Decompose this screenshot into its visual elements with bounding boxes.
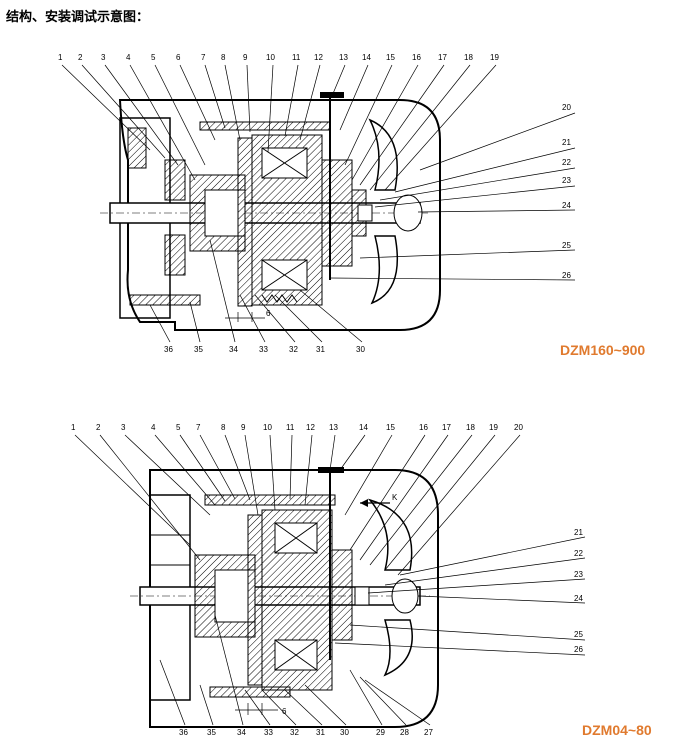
callout-23: 23 — [562, 176, 571, 185]
dimension-label: 6 — [266, 309, 271, 318]
callout-2: 2 — [78, 53, 83, 62]
cross-section-drawing-small — [74, 434, 586, 728]
callout-25: 25 — [562, 241, 571, 250]
callout-17: 17 — [438, 53, 447, 62]
page-title: 结构、安装调试示意图： — [6, 10, 150, 25]
callout-30: 30 — [340, 728, 349, 737]
callout-8: 8 — [221, 53, 226, 62]
callout-20: 20 — [562, 103, 571, 112]
callout-7: 7 — [196, 423, 201, 432]
callout-19: 19 — [490, 53, 499, 62]
top-callouts: 1 2 3 4 5 7 8 9 10 11 12 13 14 15 16 17 … — [71, 423, 523, 432]
callout-11: 11 — [292, 53, 301, 62]
brake-diagram-small: 1 2 3 4 5 7 8 9 10 11 12 13 14 15 16 17 … — [0, 415, 685, 750]
callout-19: 19 — [489, 423, 498, 432]
callout-35: 35 — [194, 345, 203, 354]
model-label: DZM04~80 — [582, 722, 652, 738]
callout-numbers-small: 1 2 3 4 5 7 8 9 10 11 12 13 14 15 16 17 … — [71, 423, 583, 737]
callout-8: 8 — [221, 423, 226, 432]
callout-31: 31 — [316, 728, 325, 737]
callout-28: 28 — [400, 728, 409, 737]
callout-36: 36 — [179, 728, 188, 737]
right-callouts: 21 22 23 24 25 26 — [574, 528, 583, 654]
callout-4: 4 — [126, 53, 131, 62]
callout-27: 27 — [424, 728, 433, 737]
callout-11: 11 — [286, 423, 295, 432]
callout-14: 14 — [359, 423, 368, 432]
callout-7: 7 — [201, 53, 206, 62]
callout-17: 17 — [442, 423, 451, 432]
callout-26: 26 — [562, 271, 571, 280]
callout-3: 3 — [101, 53, 106, 62]
callout-18: 18 — [464, 53, 473, 62]
callout-10: 10 — [263, 423, 272, 432]
callout-15: 15 — [386, 423, 395, 432]
callout-15: 15 — [386, 53, 395, 62]
callout-16: 16 — [419, 423, 428, 432]
callout-33: 33 — [264, 728, 273, 737]
dimension-label: 6 — [282, 707, 287, 716]
callout-34: 34 — [229, 345, 238, 354]
callout-3: 3 — [121, 423, 126, 432]
callout-21: 21 — [574, 528, 583, 537]
callout-1: 1 — [58, 53, 63, 62]
callout-9: 9 — [241, 423, 246, 432]
callout-12: 12 — [306, 423, 315, 432]
callout-23: 23 — [574, 570, 583, 579]
brake-diagram-large: 1 2 3 4 5 6 7 8 9 10 11 12 13 14 15 16 1… — [0, 40, 685, 370]
callout-22: 22 — [562, 158, 571, 167]
callout-12: 12 — [314, 53, 323, 62]
callout-30: 30 — [356, 345, 365, 354]
callout-21: 21 — [562, 138, 571, 147]
callout-29: 29 — [376, 728, 385, 737]
top-callouts: 1 2 3 4 5 6 7 8 9 10 11 12 13 14 15 16 1… — [58, 53, 499, 62]
callout-9: 9 — [243, 53, 248, 62]
callout-26: 26 — [574, 645, 583, 654]
callout-1: 1 — [71, 423, 76, 432]
callout-6: 6 — [176, 53, 181, 62]
callout-numbers-large: 1 2 3 4 5 6 7 8 9 10 11 12 13 14 15 16 1… — [58, 53, 571, 354]
bottom-callouts: 36 35 34 33 32 31 30 — [164, 345, 365, 354]
callout-25: 25 — [574, 630, 583, 639]
callout-34: 34 — [237, 728, 246, 737]
callout-36: 36 — [164, 345, 173, 354]
callout-4: 4 — [151, 423, 156, 432]
callout-22: 22 — [574, 549, 583, 558]
callout-16: 16 — [412, 53, 421, 62]
model-label: DZM160~900 — [560, 342, 646, 358]
callout-2: 2 — [96, 423, 101, 432]
cross-section-drawing-large — [61, 64, 576, 343]
right-callouts: 20 21 22 23 24 25 26 — [562, 103, 571, 280]
callout-20: 20 — [514, 423, 523, 432]
callout-33: 33 — [259, 345, 268, 354]
callout-32: 32 — [290, 728, 299, 737]
callout-24: 24 — [562, 201, 571, 210]
callout-24: 24 — [574, 594, 583, 603]
callout-10: 10 — [266, 53, 275, 62]
callout-14: 14 — [362, 53, 371, 62]
callout-35: 35 — [207, 728, 216, 737]
bottom-callouts: 36 35 34 33 32 31 30 29 28 27 — [179, 728, 433, 737]
callout-32: 32 — [289, 345, 298, 354]
callout-5: 5 — [176, 423, 181, 432]
callout-13: 13 — [329, 423, 338, 432]
callout-31: 31 — [316, 345, 325, 354]
callout-18: 18 — [466, 423, 475, 432]
callout-5: 5 — [151, 53, 156, 62]
callout-13: 13 — [339, 53, 348, 62]
arrow-label-k: K — [392, 493, 398, 502]
